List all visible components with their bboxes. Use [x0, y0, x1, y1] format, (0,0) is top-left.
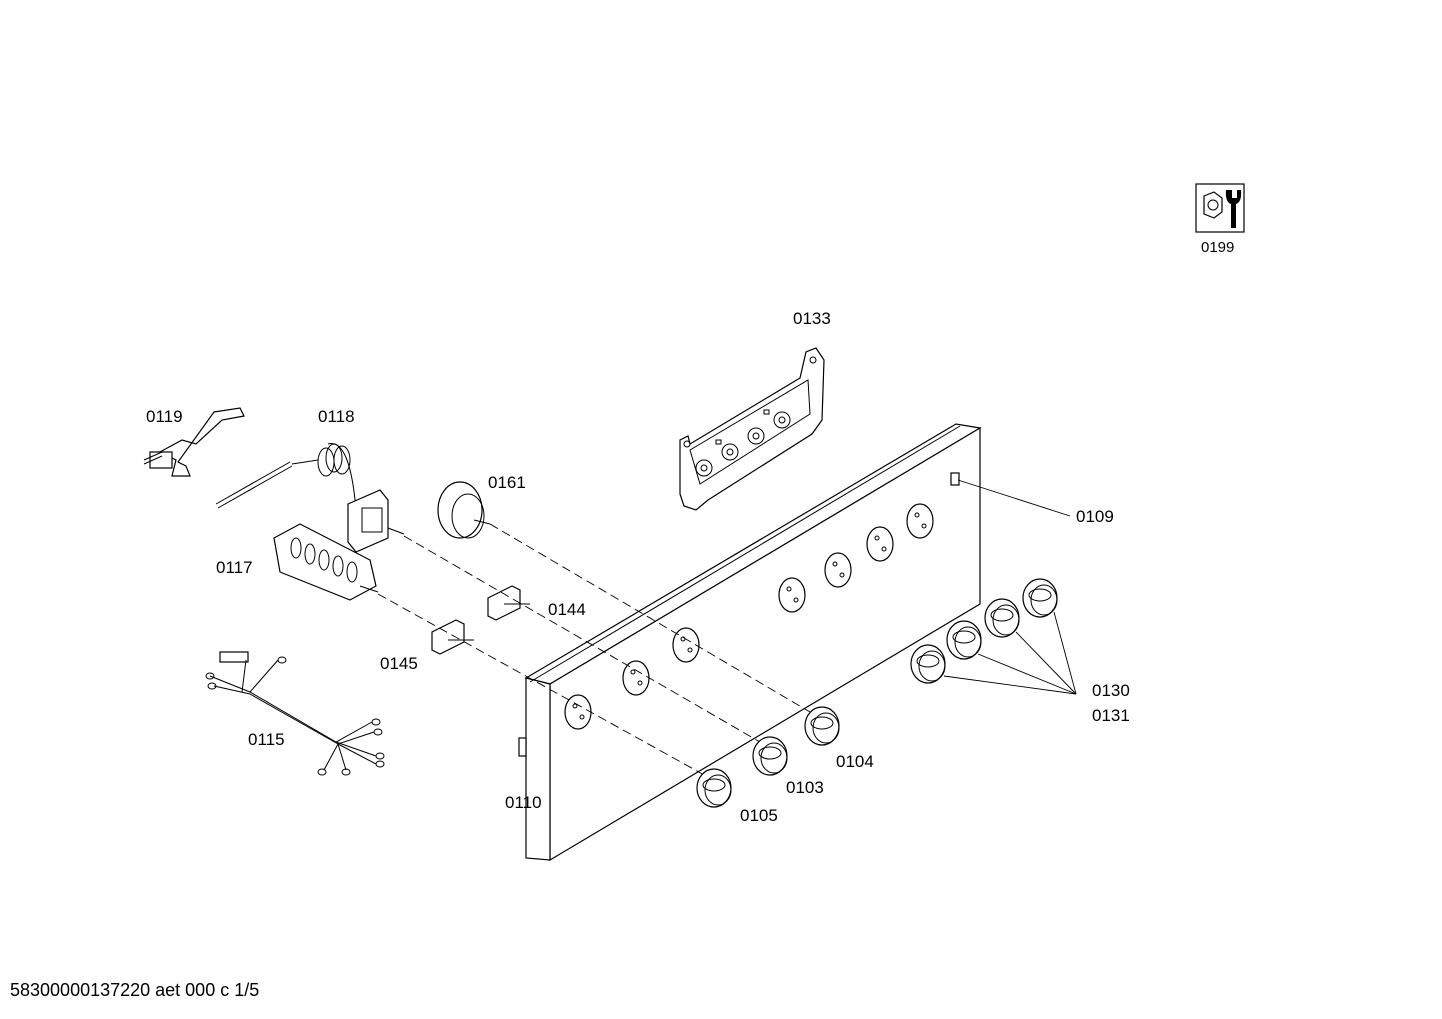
part-label-0144: 0144: [548, 600, 586, 619]
rotary-switch: [273, 489, 405, 601]
part-label-0145: 0145: [380, 654, 418, 673]
thermostat-sensor: [215, 443, 357, 511]
part-label-0131: 0131: [1092, 706, 1130, 725]
tool-kit-icon: [1195, 183, 1245, 233]
part-label-0110: 0110: [505, 793, 542, 812]
thermostat-knob-body: [437, 481, 491, 539]
clip-part: [143, 407, 245, 477]
panel-holes: [564, 503, 934, 730]
spring-clip-0144: [487, 585, 530, 621]
mounting-bracket: [679, 347, 825, 511]
spring-clip-0145: [431, 619, 474, 655]
control-panel-fascia: [518, 423, 982, 862]
part-label-0103: 0103: [786, 778, 824, 797]
part-label-0119: 0119: [146, 407, 183, 426]
control-knobs-right: [910, 578, 1058, 684]
part-label-0117: 0117: [216, 558, 253, 577]
part-label-0115: 0115: [248, 730, 285, 749]
part-label-0199: 0199: [1201, 239, 1235, 256]
part-label-0161: 0161: [488, 473, 526, 492]
part-label-0104: 0104: [836, 752, 874, 771]
part-label-0105: 0105: [740, 806, 778, 825]
leader-lines: [943, 479, 1077, 695]
assembly-lines: [377, 523, 811, 777]
part-label-0130: 0130: [1092, 681, 1130, 700]
part-label-0118: 0118: [318, 407, 355, 426]
wiring-harness: [205, 651, 385, 776]
document-code: 58300000137220 aet 000 c 1/5: [10, 980, 260, 1000]
part-label-0133: 0133: [793, 309, 831, 328]
part-label-0109: 0109: [1076, 507, 1114, 526]
control-knobs-front: [696, 706, 840, 808]
